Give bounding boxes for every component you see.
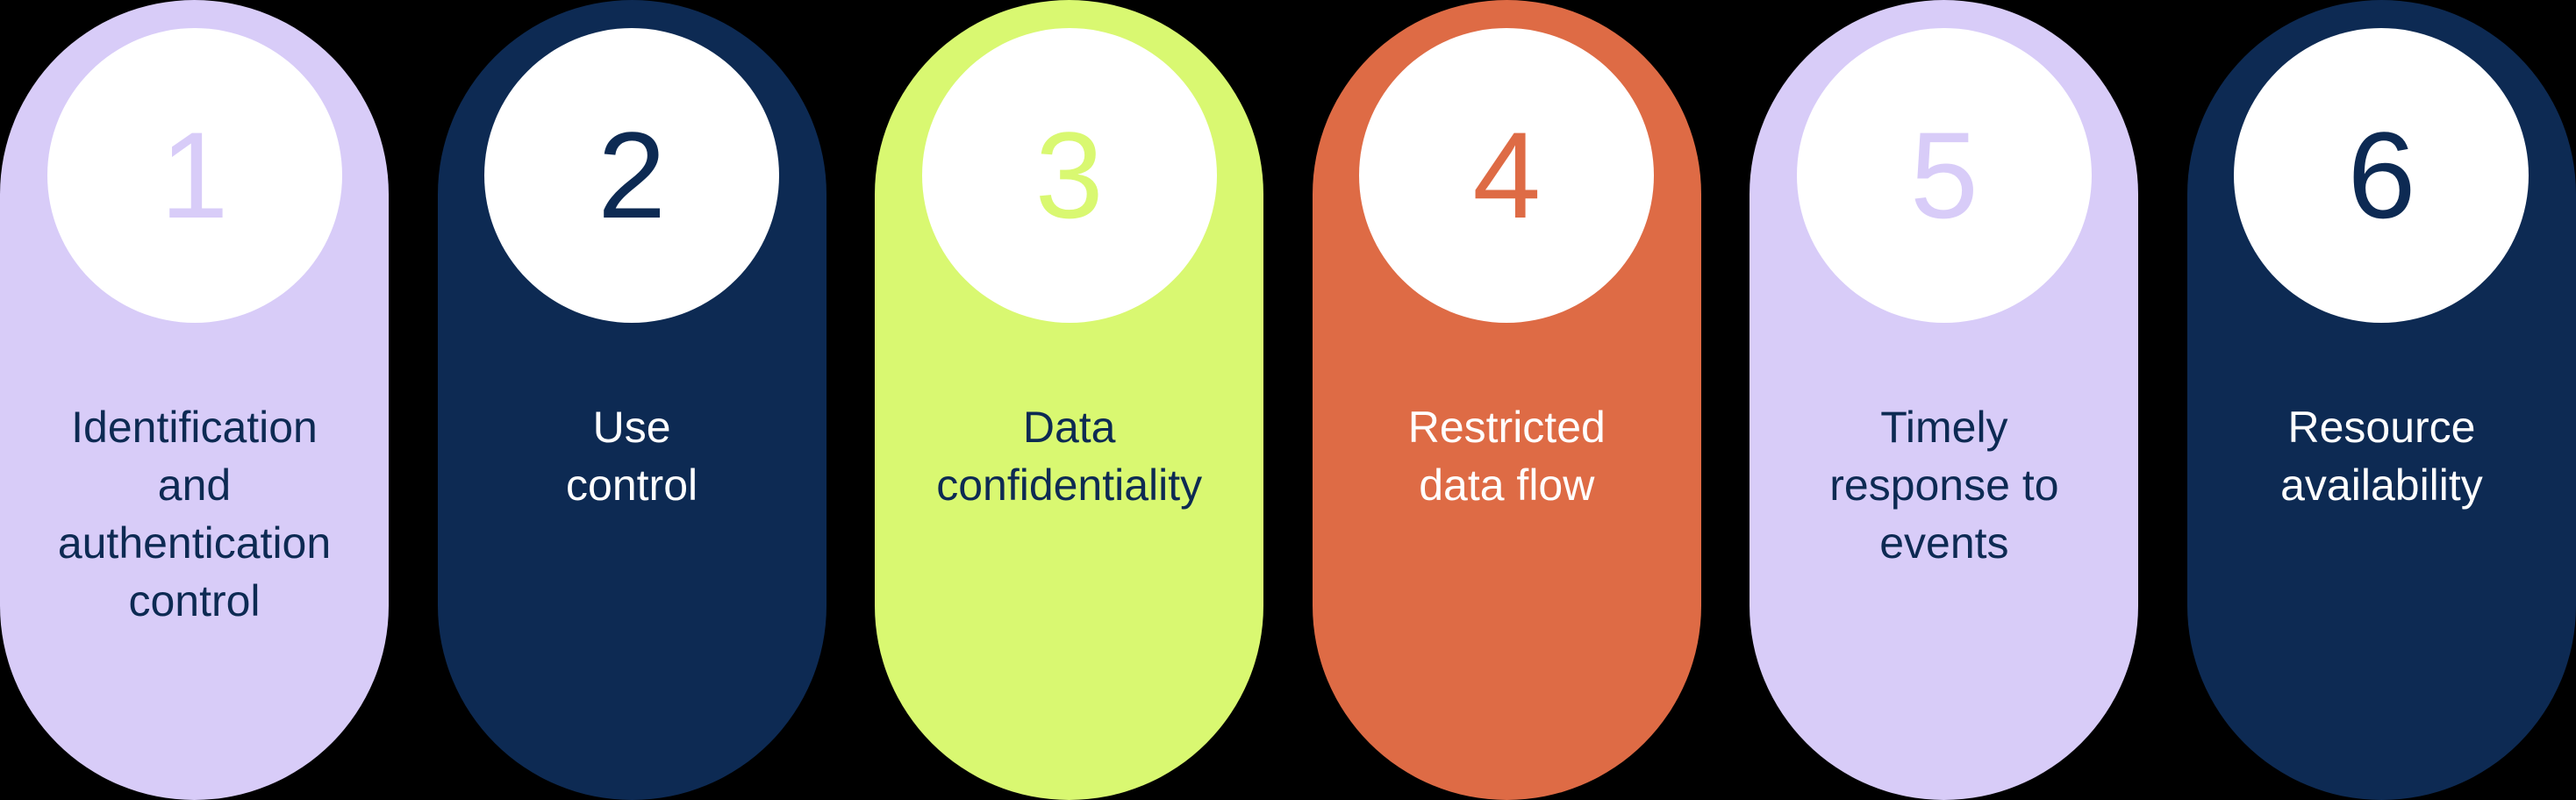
step-card-2: 2 Use control — [437, 0, 826, 800]
step-2-label: Use control — [566, 403, 698, 510]
step-card-5: 5 Timely response to events — [1750, 0, 2139, 800]
step-6-number: 6 — [2347, 106, 2416, 244]
step-6-number-circle: 6 — [2234, 28, 2529, 323]
step-3-number-circle: 3 — [921, 28, 1217, 323]
step-1-number-circle: 1 — [47, 28, 342, 323]
step-5-number: 5 — [1909, 106, 1979, 244]
step-card-3: 3 Data confidentiality — [875, 0, 1264, 800]
step-6-label: Resource availability — [2280, 403, 2483, 510]
step-3-label: Data confidentiality — [936, 403, 1203, 510]
step-5-label: Timely response to events — [1829, 403, 2059, 568]
step-4-number-circle: 4 — [1359, 28, 1655, 323]
step-card-4: 4 Restricted data flow — [1312, 0, 1701, 800]
step-1-label: Identification and authentication contro… — [57, 403, 332, 625]
step-card-1: 1 Identification and authentication cont… — [0, 0, 389, 800]
step-5-number-circle: 5 — [1796, 28, 2092, 323]
step-1-number: 1 — [160, 106, 229, 244]
step-3-number: 3 — [1034, 106, 1104, 244]
step-card-6: 6 Resource availability — [2186, 0, 2576, 800]
step-4-label: Restricted data flow — [1407, 403, 1606, 510]
step-2-number: 2 — [597, 106, 667, 244]
step-4-number: 4 — [1472, 106, 1542, 244]
step-2-number-circle: 2 — [484, 28, 780, 323]
